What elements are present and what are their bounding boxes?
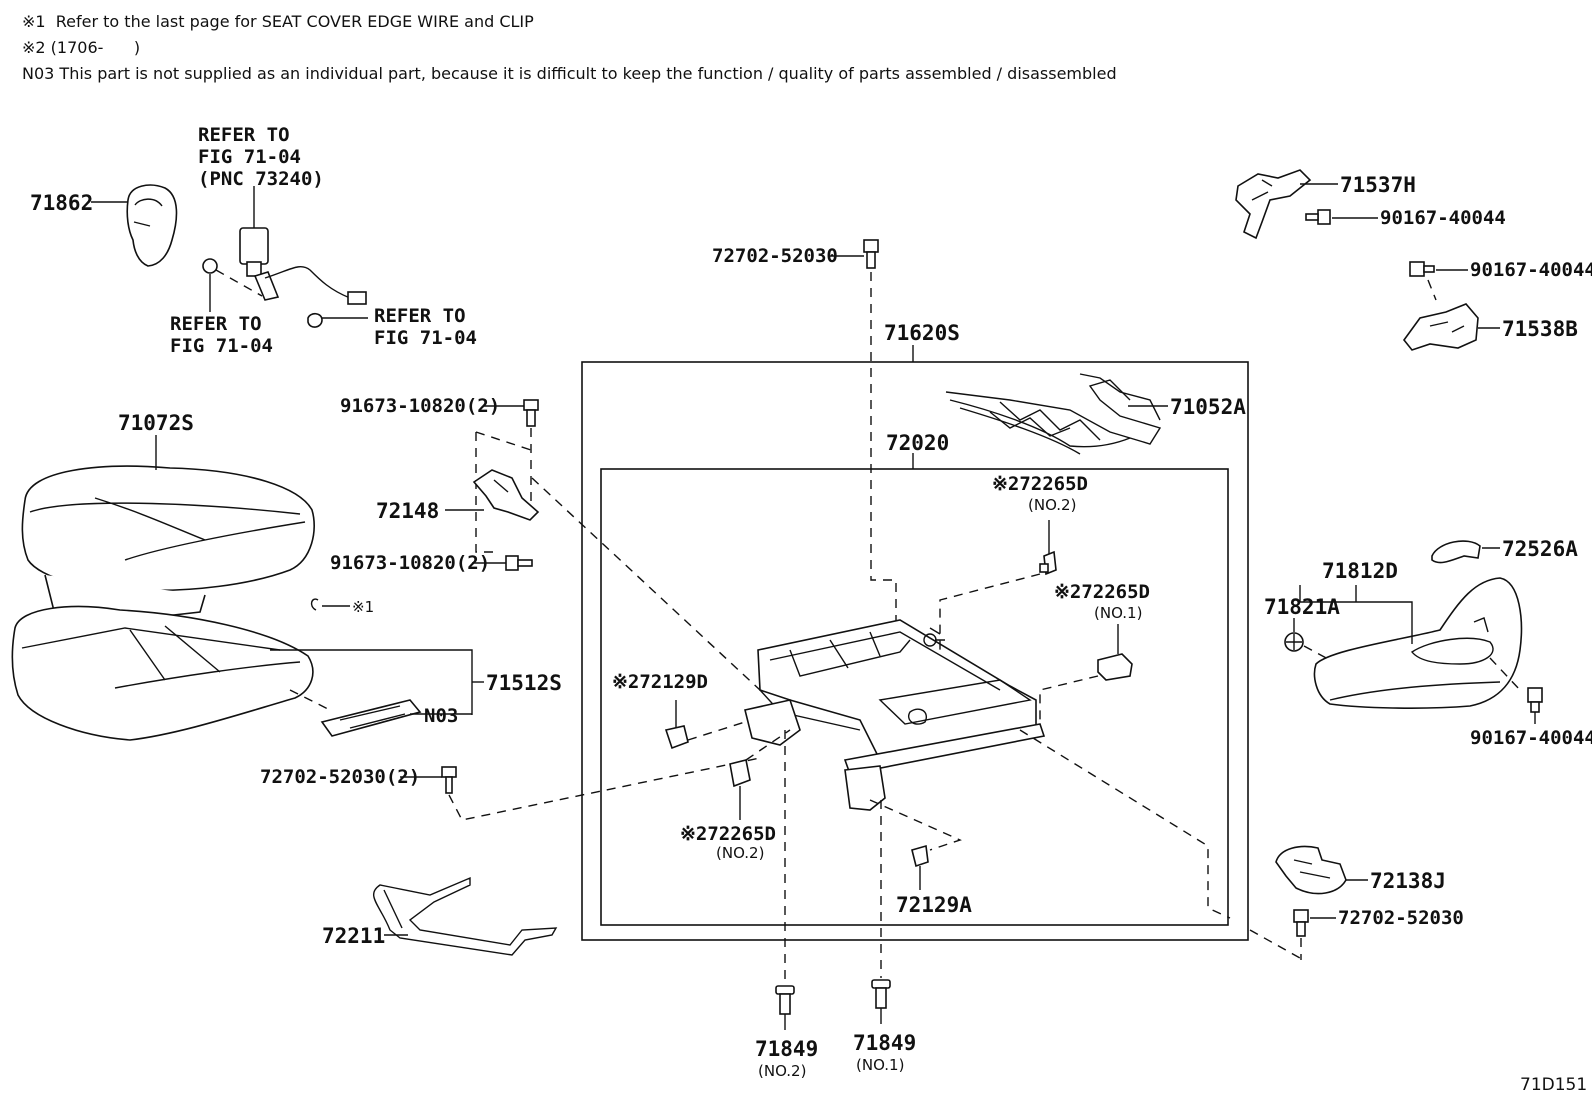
note-1: ※1 Refer to the last page for SEAT COVER…: [22, 12, 534, 31]
part-72702-52030-right-bolt: [1293, 909, 1309, 937]
label-refer-bolt-2: FIG 71-04: [170, 335, 273, 357]
part-71537H-cover: [1235, 169, 1312, 240]
figure-id: 71D151: [1520, 1075, 1587, 1095]
part-72138J-cover: [1275, 845, 1347, 895]
part-72265D-no2-bottom: [729, 759, 751, 788]
label-71538B: 71538B: [1502, 317, 1578, 341]
part-91673-10820-top-bolt: [523, 399, 539, 427]
part-72265D-no1: [1097, 653, 1133, 681]
label-72129D: ※272129D: [612, 671, 708, 693]
label-72265D-no1-sub: (NO.1): [1094, 604, 1142, 622]
label-90167-40044-b: 90167-40044: [1470, 259, 1592, 281]
part-72129A-clip: [911, 844, 929, 868]
part-71812D-side-shield: [1313, 577, 1523, 709]
part-71072S-cushion-cover: [21, 465, 315, 621]
part-seat-frame-adjuster: [744, 619, 1046, 811]
label-refer-conn-2: FIG 71-04: [374, 327, 477, 349]
note-3: N03 This part is not supplied as an indi…: [22, 64, 1117, 83]
label-72265D-no2-top: ※272265D: [992, 473, 1088, 495]
part-72526A-knob: [1431, 540, 1481, 564]
label-72526A: 72526A: [1502, 537, 1578, 561]
label-71052A: 71052A: [1170, 395, 1246, 419]
assembly-box-71620S: [581, 361, 1249, 941]
label-72702-52030-2: 72702-52030(2): [260, 766, 420, 788]
part-71052A-spring-mesh: [945, 373, 1162, 455]
label-refer-bolt-1: REFER TO: [170, 313, 262, 335]
label-72138J: 72138J: [1370, 869, 1446, 893]
part-72211-rod: [373, 876, 558, 956]
part-71538B-cover: [1402, 303, 1479, 351]
part-90167-40044-bolt-a: [1305, 209, 1331, 225]
label-note1-marker: ※1: [352, 598, 374, 616]
assembly-box-72020: [600, 468, 1229, 926]
label-71620S: 71620S: [884, 321, 960, 345]
label-90167-40044-a: 90167-40044: [1380, 207, 1506, 229]
label-72020: 72020: [886, 431, 949, 455]
label-72148: 72148: [376, 499, 439, 523]
label-N03: N03: [424, 705, 458, 727]
label-71849-no1-sub: (NO.1): [856, 1056, 904, 1074]
part-71862-shield: [126, 184, 178, 267]
label-72265D-no2-top-sub: (NO.2): [1028, 496, 1076, 514]
label-90167-40044-c: 90167-40044: [1470, 727, 1592, 749]
label-refer-belt-1: REFER TO: [198, 124, 290, 146]
label-91673-10820-bottom: 91673-10820(2): [330, 552, 490, 574]
part-71849-no2-pin: [775, 985, 795, 1015]
part-72702-52030-bolt-pair: [441, 766, 457, 794]
label-72702-52030-top: 72702-52030: [712, 245, 838, 267]
label-71849-no2: 71849: [755, 1037, 818, 1061]
label-71072S: 71072S: [118, 411, 194, 435]
label-72265D-no1: ※272265D: [1054, 581, 1150, 603]
part-72702-52030-top-bolt: [863, 239, 879, 269]
label-91673-10820-top: 91673-10820(2): [340, 395, 500, 417]
label-71849-no2-sub: (NO.2): [758, 1062, 806, 1080]
part-71849-no1-pin: [871, 979, 891, 1009]
label-72265D-no2-bottom-sub: (NO.2): [716, 844, 764, 862]
part-91673-10820-bottom-bolt: [505, 555, 533, 571]
label-71537H: 71537H: [1340, 173, 1416, 197]
part-72148-bracket: [472, 469, 540, 521]
part-90167-40044-bolt-c: [1527, 687, 1543, 713]
part-72265D-no2-top: [1039, 550, 1057, 576]
part-90167-40044-bolt-b: [1409, 261, 1435, 277]
label-refer-belt-2: FIG 71-04: [198, 146, 301, 168]
label-72265D-no2-bottom: ※272265D: [680, 823, 776, 845]
label-71849-no1: 71849: [853, 1031, 916, 1055]
seat-belt-buckle: [202, 227, 367, 328]
label-refer-conn-1: REFER TO: [374, 305, 466, 327]
label-71862: 71862: [30, 191, 93, 215]
part-N03-bracket: [320, 699, 422, 737]
label-71812D: 71812D: [1322, 559, 1398, 583]
label-71821A: 71821A: [1264, 595, 1340, 619]
part-71821A-clip: [1284, 632, 1304, 652]
part-71512S-cushion-pad: [11, 605, 314, 741]
label-72211: 72211: [322, 924, 385, 948]
label-71512S: 71512S: [486, 671, 562, 695]
note-2: ※2 (1706- ): [22, 38, 141, 57]
part-72129D-clip: [664, 725, 689, 750]
label-72129A: 72129A: [896, 893, 972, 917]
label-refer-belt-3: (PNC 73240): [198, 168, 324, 190]
label-72702-52030-right: 72702-52030: [1338, 907, 1464, 929]
